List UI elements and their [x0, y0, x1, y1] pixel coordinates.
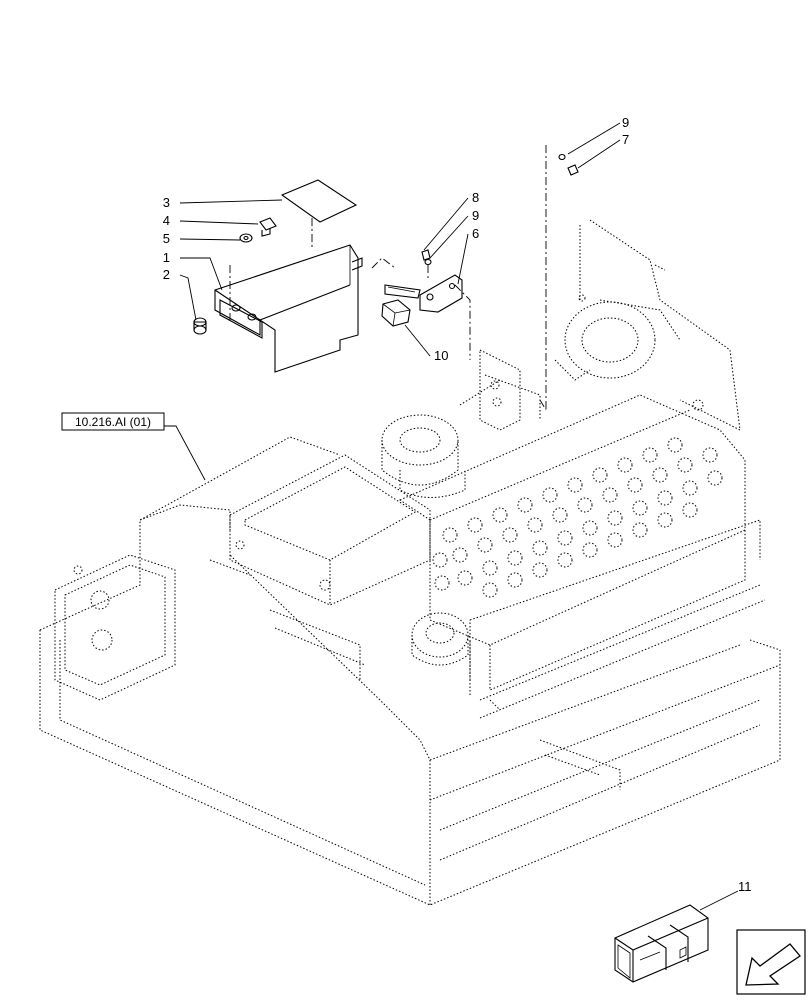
arrow-down-left-icon[interactable]	[736, 929, 806, 995]
callout-2: 2	[163, 267, 170, 282]
part-3-decal	[280, 179, 358, 223]
leader-lines	[164, 122, 739, 911]
mounting-bracket-outline	[459, 349, 541, 431]
callout-5: 5	[163, 231, 170, 246]
callout-6: 6	[472, 226, 479, 241]
side-panel-window	[209, 454, 431, 606]
callout-3: 3	[163, 195, 170, 210]
part-9-nut-center	[424, 258, 432, 266]
alternator-outline	[554, 219, 741, 431]
part-6-bracket	[384, 274, 463, 313]
part-1-shield	[214, 244, 363, 373]
machine-body-outline	[39, 436, 781, 906]
reference-label[interactable]: 10.216.AI (01)	[61, 412, 165, 431]
callout-4: 4	[163, 213, 170, 228]
part-7-screw	[567, 164, 579, 176]
part-10-bumper	[381, 299, 411, 327]
part-9-nut-upper	[558, 153, 566, 161]
callout-9-center: 9	[472, 208, 479, 223]
reference-label-text[interactable]: 10.216.AI (01)	[75, 415, 151, 429]
callout-10: 10	[434, 348, 448, 363]
callout-11: 11	[738, 879, 752, 894]
part-5-washer	[239, 233, 253, 243]
callout-9-upper: 9	[622, 115, 629, 130]
part-4-bolt	[259, 217, 277, 237]
top-cover-outline	[398, 394, 746, 691]
part-2-spacer	[193, 317, 207, 335]
callout-numbers: 3 4 5 1 2 9 7 8 9 6 10 11	[163, 115, 752, 894]
callout-1: 1	[163, 250, 170, 265]
callout-7: 7	[622, 132, 629, 147]
part-8-bolt	[421, 249, 431, 261]
assembly-centerlines	[229, 145, 547, 411]
filler-cap-upper	[381, 414, 466, 498]
shipping-crate-icon	[614, 904, 709, 983]
filler-cap-lower	[411, 612, 469, 666]
callout-8: 8	[472, 190, 479, 205]
vent-holes	[432, 437, 723, 598]
